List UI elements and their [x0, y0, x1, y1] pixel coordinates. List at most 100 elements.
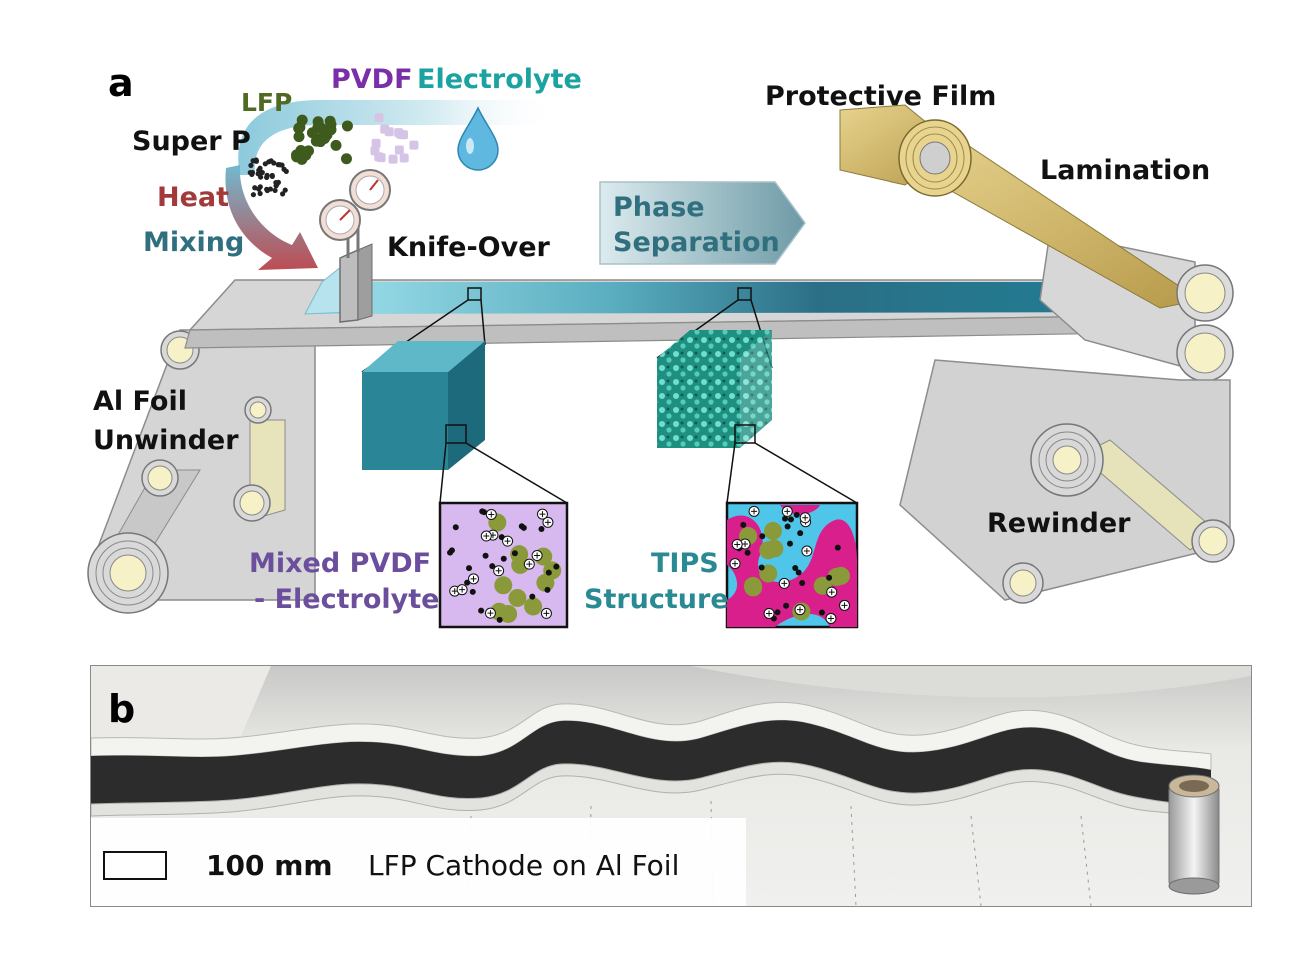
plus-icon	[841, 602, 848, 609]
label-rewinder: Rewinder	[987, 508, 1131, 539]
super-p-particle	[740, 521, 747, 528]
super-p-particle	[545, 569, 552, 576]
super-p-particle	[500, 555, 507, 562]
lamination-housing	[1039, 231, 1196, 371]
guide-roller	[1191, 519, 1235, 563]
label-electrolyte: Electrolyte	[417, 64, 582, 95]
label-mixed-pvdf: Mixed PVDF	[249, 548, 432, 579]
super-p-particle	[782, 515, 789, 522]
caption-strip	[91, 818, 746, 906]
super-p-particle	[482, 552, 489, 559]
super-p-particle	[271, 160, 277, 166]
guide-roller	[233, 484, 271, 522]
super-p-particle	[784, 523, 791, 530]
super-p-particle	[253, 157, 259, 163]
lamination-unit	[839, 104, 1234, 382]
lfp-particle	[764, 521, 783, 540]
tips-porous-cube	[657, 330, 772, 448]
plus-icon	[504, 538, 511, 545]
label-protective-film: Protective Film	[765, 81, 997, 112]
plus-icon	[543, 610, 550, 617]
super-p-particle	[744, 549, 751, 556]
pvdf-particle	[388, 154, 398, 164]
rewound-roll	[1030, 423, 1104, 497]
super-p-particle	[799, 580, 806, 587]
lfp-particle	[340, 153, 352, 165]
label-tips: TIPS	[651, 548, 719, 579]
super-p-particle	[256, 186, 262, 192]
panel-label-a: a	[108, 61, 134, 105]
super-p-particles-icon	[247, 157, 289, 198]
lfp-particle	[510, 545, 529, 564]
plus-icon	[751, 508, 758, 515]
zoom-lines	[439, 424, 858, 504]
phase-separation-arrow	[599, 181, 806, 265]
plus-icon	[827, 615, 834, 622]
super-p-particle	[267, 186, 274, 192]
photo-caption: LFP Cathode on Al Foil	[368, 849, 680, 882]
scale-label: 100 mm	[206, 849, 333, 882]
super-p-particle	[511, 550, 518, 557]
plus-icon	[483, 533, 490, 540]
electrolyte-droplet-icon	[457, 106, 499, 171]
super-p-particle	[257, 190, 263, 197]
thickness-gauge-icon	[349, 169, 391, 211]
label-knife-over: Knife-Over	[387, 232, 550, 263]
lfp-particle	[765, 539, 784, 558]
al-foil-unwinder	[87, 329, 316, 614]
lfp-particles-icon	[291, 114, 353, 165]
plus-icon	[488, 511, 495, 518]
super-p-particle	[834, 544, 841, 551]
pvdf-particle	[376, 153, 386, 163]
super-p-particle	[248, 162, 254, 169]
super-p-particle	[452, 524, 459, 531]
plus-icon	[451, 588, 458, 595]
lfp-particle	[293, 131, 305, 143]
plus-icon	[544, 519, 551, 526]
super-p-particle	[258, 174, 264, 180]
super-p-particle	[469, 588, 476, 595]
pvdf-particle	[399, 130, 409, 140]
pvdf-particle	[409, 140, 419, 150]
pvdf-particle	[399, 153, 409, 163]
super-p-particle	[787, 516, 794, 523]
super-p-particle	[262, 161, 268, 167]
super-p-particle	[792, 565, 799, 572]
plus-icon	[803, 548, 810, 555]
super-p-particle	[758, 564, 765, 571]
lfp-particle	[330, 139, 342, 151]
super-p-particle	[274, 181, 280, 188]
slurry-coating	[320, 282, 1150, 314]
plus-icon	[534, 552, 541, 559]
label-al-foil: Al Foil	[93, 386, 187, 417]
super-p-particle	[793, 511, 800, 518]
super-p-particle	[447, 549, 454, 556]
pvdf-particle	[394, 145, 404, 155]
plus-icon	[766, 610, 773, 617]
super-p-particle	[553, 563, 560, 570]
super-p-particle	[496, 616, 503, 623]
protective-film-roll	[839, 104, 972, 197]
plus-icon	[470, 575, 477, 582]
super-p-particle	[277, 162, 283, 168]
label-mixing: Mixing	[143, 227, 245, 258]
plus-icon	[495, 567, 502, 574]
super-p-particle	[529, 593, 536, 600]
super-p-particle	[280, 191, 286, 197]
plus-icon	[459, 586, 466, 593]
lfp-particle	[341, 120, 353, 132]
super-p-particle	[489, 563, 496, 570]
lamination-roller-top	[1176, 264, 1234, 322]
lfp-particle	[494, 576, 513, 595]
lamination-roller-bottom	[1176, 324, 1234, 382]
plus-icon	[526, 561, 533, 568]
lfp-particle	[499, 604, 518, 623]
lfp-particle	[291, 151, 303, 163]
super-p-particle	[818, 609, 825, 616]
label-separation: Separation	[613, 227, 780, 258]
super-p-particle	[481, 509, 488, 516]
pvdf-particle	[380, 124, 390, 134]
foil-roll	[87, 532, 169, 614]
lfp-particle	[743, 576, 762, 595]
super-p-particle	[826, 574, 833, 581]
